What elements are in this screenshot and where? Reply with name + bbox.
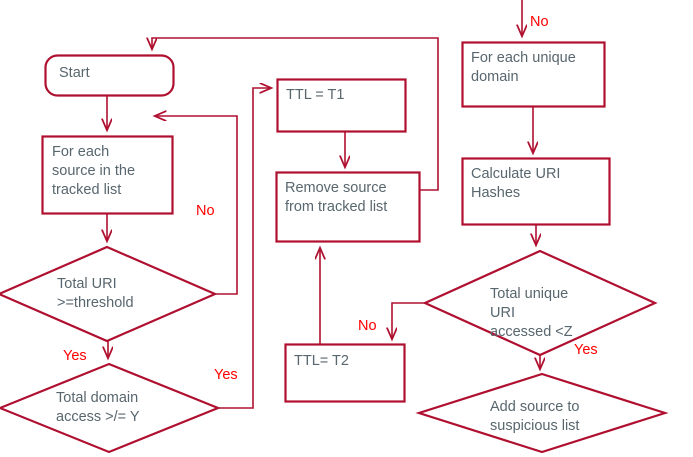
connector-remove-source-to-start (152, 37, 439, 191)
node-add-source-suspicious-shape[interactable] (415, 372, 669, 454)
node-start-shape[interactable] (44, 54, 175, 97)
node-for-each-domain-shape[interactable] (461, 41, 606, 108)
edge-label-no-unique-uri: No (358, 318, 377, 334)
edge-label-yes-unique-uri: Yes (574, 342, 598, 358)
connector-domain-access-yes-to-ttl-t1 (218, 88, 271, 409)
node-total-uri-threshold-shape[interactable] (0, 245, 218, 343)
node-total-unique-uri-shape[interactable] (422, 249, 658, 357)
edge-label-yes-domain-access: Yes (214, 367, 238, 383)
connector-total-unique-uri-no-to-ttl-t2 (392, 302, 425, 339)
node-ttl-t1-shape[interactable] (276, 78, 407, 133)
node-ttl-t2-shape[interactable] (284, 343, 406, 403)
edge-label-no-threshold: No (196, 203, 215, 219)
connector-total-uri-no-loopback (155, 116, 238, 295)
node-total-domain-access-shape[interactable] (0, 362, 221, 454)
edge-label-yes-threshold: Yes (63, 348, 87, 364)
node-remove-source-shape[interactable] (275, 171, 421, 243)
edge-label-no-top-right: No (530, 14, 549, 30)
node-calculate-uri-hashes-shape[interactable] (461, 157, 611, 226)
node-for-each-source-shape[interactable] (41, 135, 174, 215)
